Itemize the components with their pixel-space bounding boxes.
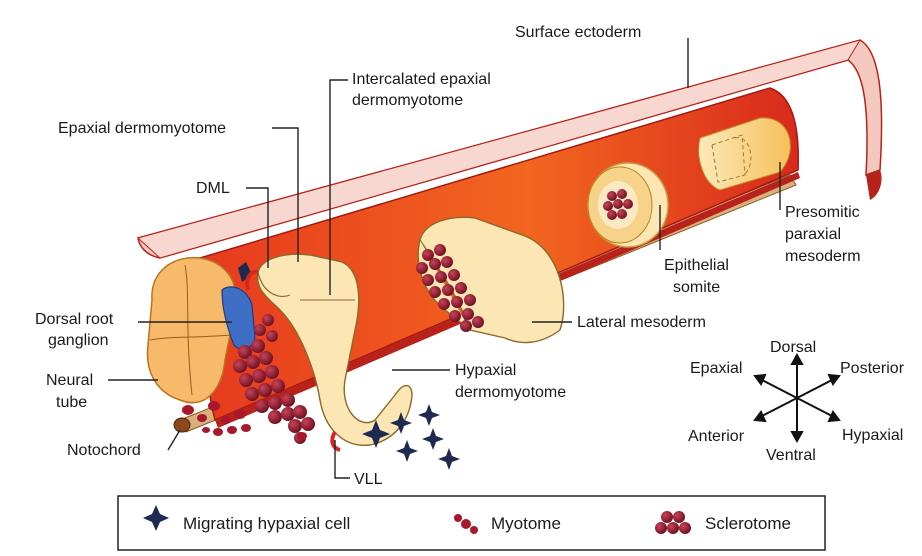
label-surface-ectoderm: Surface ectoderm: [515, 24, 641, 41]
legend-myotome-label: Myotome: [491, 514, 561, 533]
label-presomitic-1: Presomitic: [785, 204, 860, 221]
label-drg-1: Dorsal root: [35, 311, 114, 328]
label-neural-tube-1: Neural: [46, 372, 93, 389]
legend-migrating-label: Migrating hypaxial cell: [183, 514, 350, 533]
label-intercalated-1: Intercalated epaxial: [352, 71, 491, 88]
axis-anterior: Anterior: [688, 428, 745, 445]
label-vll: VLL: [354, 471, 383, 488]
label-epaxial-dermomyotome: Epaxial dermomyotome: [58, 120, 226, 137]
label-lateral-mesoderm: Lateral mesoderm: [577, 314, 706, 331]
label-hypaxial-1: Hypaxial: [455, 362, 516, 379]
label-notochord: Notochord: [67, 442, 141, 459]
axis-ventral: Ventral: [766, 447, 816, 464]
axis-epaxial: Epaxial: [690, 360, 742, 377]
label-hypaxial-2: dermomyotome: [455, 384, 566, 401]
orientation-compass: Dorsal Ventral Epaxial Hypaxial Anterior…: [688, 339, 905, 464]
label-neural-tube-2: tube: [56, 394, 87, 411]
migrating-hypaxial-cells: [362, 404, 460, 470]
label-epithelial-1: Epithelial: [664, 257, 729, 274]
legend: Migrating hypaxial cell Myotome Scleroto…: [118, 496, 825, 550]
label-epithelial-2: somite: [673, 279, 720, 296]
label-presomitic-3: mesoderm: [785, 248, 861, 265]
label-intercalated-2: dermomyotome: [352, 92, 463, 109]
label-presomitic-2: paraxial: [785, 226, 841, 243]
epithelial-somite: [588, 163, 668, 247]
label-dml: DML: [196, 180, 230, 197]
axis-hypaxial: Hypaxial: [842, 427, 903, 444]
axis-posterior: Posterior: [840, 360, 905, 377]
axis-dorsal: Dorsal: [770, 339, 816, 356]
label-drg-2: ganglion: [48, 332, 109, 349]
legend-sclerotome-label: Sclerotome: [705, 514, 791, 533]
